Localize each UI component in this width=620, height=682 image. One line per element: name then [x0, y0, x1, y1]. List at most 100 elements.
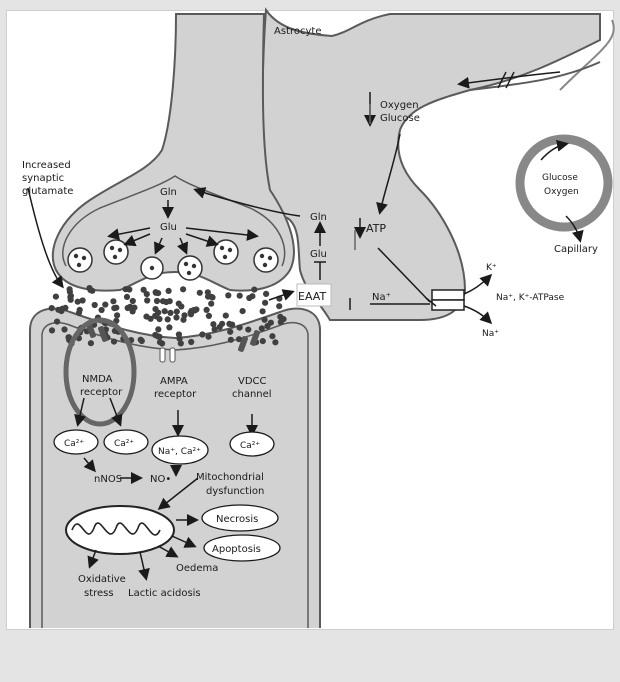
glutamate-dot: [223, 313, 229, 319]
glutamate-dot: [49, 305, 55, 311]
label-mitochondrial: Mitochondrial: [196, 472, 264, 483]
glutamate-dot: [77, 307, 83, 313]
label-glucose-capillary: Glucose: [542, 173, 578, 183]
label-glutamate: glutamate: [22, 186, 73, 197]
glutamate-dot: [124, 294, 130, 300]
label-astrocyte: Astrocyte: [274, 26, 321, 37]
glutamate-dot: [278, 319, 284, 325]
glutamate-dot: [260, 338, 266, 344]
label-vdcc: VDCC: [238, 376, 267, 387]
glutamate-dot: [262, 300, 268, 306]
label-nmda-receptor: receptor: [80, 387, 123, 398]
glutamate-dot: [143, 314, 149, 320]
mitochondrion: [66, 506, 174, 554]
glutamate-dot: [55, 307, 61, 313]
glutamate-dot: [154, 298, 160, 304]
glutamate-dot: [155, 326, 161, 332]
label-oedema: Oedema: [176, 563, 218, 574]
label-apoptosis: Apoptosis: [212, 544, 261, 555]
glutamate-dot: [130, 298, 136, 304]
capillary: [520, 139, 608, 227]
label-nnos: nNOS: [94, 474, 122, 485]
glutamate-dot: [102, 302, 108, 308]
glutamate-dot: [237, 325, 243, 331]
na-k-atpase-pump: [432, 290, 464, 310]
glutamate-dot: [227, 329, 233, 335]
glutamate-dot: [263, 291, 269, 297]
glutamate-dot: [272, 339, 278, 345]
glutamate-dot: [138, 337, 144, 343]
glutamate-dot: [111, 339, 117, 345]
glutamate-dot: [166, 324, 172, 330]
glutamate-dot: [240, 308, 246, 314]
glutamate-dot: [245, 327, 251, 333]
glutamate-dot: [208, 301, 214, 307]
glutamate-dot: [53, 294, 59, 300]
label-glu-presynaptic: Glu: [160, 222, 177, 233]
glutamate-dot: [206, 313, 212, 319]
label-oxidative: Oxidative: [78, 574, 126, 585]
glutamate-dot: [193, 306, 199, 312]
label-gln-presynaptic: Gln: [160, 187, 177, 198]
glutamate-dot: [251, 287, 257, 293]
presynaptic-terminal: [53, 14, 294, 291]
glutamate-dot: [88, 340, 94, 346]
glutamate-dot: [277, 314, 283, 320]
label-capillary: Capillary: [554, 244, 598, 255]
label-dysfunction: dysfunction: [206, 486, 264, 497]
label-ca-2: Ca²⁺: [114, 439, 134, 449]
label-ampa: AMPA: [160, 376, 188, 387]
glutamate-dot: [80, 297, 86, 303]
label-nmda: NMDA: [82, 374, 113, 385]
glutamate-dot: [225, 292, 231, 298]
glutamate-dot: [180, 317, 186, 323]
label-vdcc-channel: channel: [232, 389, 272, 400]
glutamate-dot: [276, 303, 282, 309]
glutamate-dot: [209, 294, 215, 300]
label-gln-astrocyte: Gln: [310, 212, 327, 223]
label-glucose-astro: Glucose: [380, 113, 420, 124]
glutamate-dot: [199, 331, 205, 337]
glutamate-dot: [99, 307, 105, 313]
label-ca-3: Ca²⁺: [240, 441, 260, 451]
label-k-plus: K⁺: [486, 263, 497, 273]
glutamate-dot: [162, 308, 168, 314]
glutamate-dot: [260, 308, 266, 314]
glutamate-dot: [205, 334, 211, 340]
label-ampa-receptor: receptor: [154, 389, 197, 400]
glutamate-dot: [176, 301, 182, 307]
glutamate-dot: [49, 327, 55, 333]
label-na-out: Na⁺: [482, 329, 499, 339]
label-oxygen-astro: Oxygen: [380, 100, 419, 111]
label-increased: Increased: [22, 160, 71, 171]
glutamate-dot: [152, 306, 158, 312]
glutamate-dot: [228, 337, 234, 343]
glutamate-dot: [126, 286, 132, 292]
glutamate-dot: [156, 316, 162, 322]
label-na-astrocyte: Na⁺: [372, 292, 391, 303]
label-oxygen-capillary: Oxygen: [544, 187, 579, 197]
glutamate-dot: [178, 340, 184, 346]
glutamate-dot: [269, 333, 275, 339]
glutamate-dot: [180, 286, 186, 292]
glutamate-dot: [174, 309, 180, 315]
glutamate-dot: [86, 285, 92, 291]
glutamate-dot: [262, 317, 268, 323]
label-atpase: Na⁺, K⁺-ATPase: [496, 293, 565, 303]
label-lactic-acidosis: Lactic acidosis: [128, 588, 201, 599]
label-glu-astrocyte: Glu: [310, 249, 327, 260]
glutamate-dot: [226, 321, 232, 327]
glutamate-dot: [61, 326, 67, 332]
glutamate-dot: [165, 316, 171, 322]
glutamate-dot: [246, 295, 252, 301]
glutamate-dot: [113, 305, 119, 311]
glutamate-dot: [68, 293, 74, 299]
glutamate-dot: [204, 307, 210, 313]
glutamate-dot: [237, 293, 243, 299]
glutamate-dot: [188, 339, 194, 345]
glutamate-dot: [92, 302, 98, 308]
label-synaptic: synaptic: [22, 173, 64, 184]
label-necrosis: Necrosis: [216, 514, 258, 525]
glutamate-dot: [155, 333, 161, 339]
